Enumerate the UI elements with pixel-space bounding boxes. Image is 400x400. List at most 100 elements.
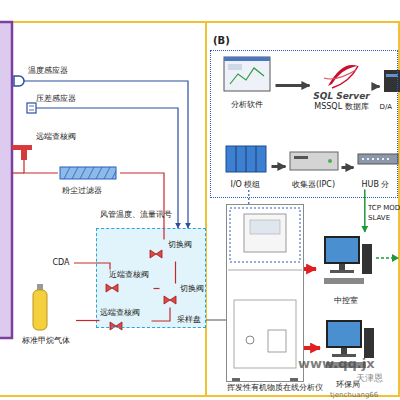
valve-box: 近端查核阀 xyxy=(104,270,154,294)
frame-border xyxy=(0,22,206,396)
node-label: 近端查核阀 xyxy=(109,270,149,280)
sample-line xyxy=(12,173,24,174)
node-label: 标准甲烷气体 xyxy=(22,336,70,346)
device-box: D/A xyxy=(380,62,400,112)
da-device xyxy=(386,74,398,77)
computer-icon xyxy=(339,264,345,270)
connector xyxy=(206,320,226,321)
connector xyxy=(82,81,188,228)
computer-icon xyxy=(326,238,358,262)
air-duct xyxy=(0,22,12,338)
network-hub xyxy=(362,158,389,160)
node-label: 切换阀 xyxy=(168,240,192,250)
software-window xyxy=(224,57,270,91)
watermark: 天津恩 xyxy=(356,373,383,384)
computer-icon xyxy=(330,270,354,273)
connector xyxy=(304,346,320,350)
node-label: CDA xyxy=(52,258,69,268)
sql-server-logo xyxy=(324,70,356,79)
computer-icon xyxy=(324,278,364,284)
ipc-collector xyxy=(328,159,332,163)
sampling-panel: 采样盘切换阀近端查核阀切换阀远端查核阀 xyxy=(96,228,206,328)
connector xyxy=(364,190,366,233)
computer-icon xyxy=(364,328,374,358)
device-box: 收集器(IPC) xyxy=(286,144,342,190)
check-valve xyxy=(12,145,32,150)
device-box: HUB 分 xyxy=(354,146,398,190)
node-label: MSSQL 数据库 xyxy=(314,102,368,112)
check-valve xyxy=(21,150,27,160)
pressure-sensor xyxy=(29,106,34,107)
connector xyxy=(304,267,316,271)
temperature-sensor xyxy=(24,80,82,81)
computer-icon xyxy=(341,348,347,354)
node-label: (B) xyxy=(213,35,230,47)
valve-symbol xyxy=(110,322,122,330)
valve-box: 切换阀 xyxy=(146,240,192,262)
computer-icon xyxy=(362,244,372,274)
connector xyxy=(154,288,160,289)
node-label: I/O 模组 xyxy=(231,180,261,190)
air-supply: CDA xyxy=(48,256,74,270)
temperature-sensor xyxy=(14,76,24,86)
valve-symbol xyxy=(106,284,118,292)
node-label: D/A xyxy=(380,102,393,112)
io-module xyxy=(226,146,266,172)
node-label: 收集器(IPC) xyxy=(292,180,335,190)
analyzer-cabinet xyxy=(228,270,302,271)
system-group: (B)分析软件SQL ServerMSSQL 数据库D/AI/O 模组收集器(I… xyxy=(210,50,398,198)
check-valve xyxy=(12,145,32,160)
analyzer-cabinet xyxy=(230,208,300,262)
software-window xyxy=(228,64,242,70)
analyzer-cabinet xyxy=(228,208,302,382)
connector xyxy=(120,173,164,240)
io-module xyxy=(256,146,257,172)
connector xyxy=(152,308,171,322)
dust-filter xyxy=(60,167,116,179)
connector xyxy=(248,190,249,205)
pressure-sensor xyxy=(27,103,36,113)
software-window xyxy=(230,68,264,84)
node-label: 远端查核阀 xyxy=(100,308,140,318)
analyzer-cabinet xyxy=(246,336,254,344)
pressure-sensor xyxy=(36,107,88,108)
node-label: 切换阀 xyxy=(180,284,204,294)
panel-fill xyxy=(96,228,206,328)
valve-symbol xyxy=(106,250,176,330)
gas-cylinder xyxy=(37,284,43,290)
panel-fill xyxy=(96,228,206,328)
io-module xyxy=(246,146,247,172)
connector xyxy=(74,263,110,270)
computer-icon xyxy=(328,322,360,346)
software-window xyxy=(224,57,270,91)
temperature-sensor xyxy=(14,76,82,86)
valve-box: 远端查核阀 xyxy=(100,308,152,334)
connector xyxy=(175,262,176,284)
valve-box: 切换阀 xyxy=(160,284,206,308)
computer-icon xyxy=(326,320,362,348)
analyzer-cabinet xyxy=(268,330,286,352)
ipc-collector xyxy=(290,152,338,170)
connector xyxy=(272,165,286,168)
node-label: 远端查核阀 xyxy=(36,132,76,142)
ipc-collector xyxy=(290,152,338,170)
valve-symbol xyxy=(164,296,176,304)
node-label: HUB 分 xyxy=(362,180,390,190)
connector xyxy=(276,84,310,87)
node-label: 温度感应器 xyxy=(28,66,68,76)
dashed-arrow xyxy=(392,254,399,262)
signal-label: SLAVE xyxy=(368,214,390,223)
network-hub xyxy=(358,154,398,164)
database-box: SQL ServerMSSQL 数据库 xyxy=(310,62,374,112)
analyzer-cabinet xyxy=(234,300,296,368)
gas-cylinder xyxy=(33,290,47,330)
node-label: 采样盘 xyxy=(177,315,201,325)
node-label: SQL Server xyxy=(313,91,369,102)
pressure-sensor xyxy=(29,110,34,111)
filter-box: 粉尘过滤器 xyxy=(58,166,120,196)
network-hub xyxy=(358,154,398,164)
node-label: 粉尘过滤器 xyxy=(62,186,102,196)
node-label: 挥发性有机物质在线分析仪 xyxy=(227,383,323,393)
valve-symbol xyxy=(150,250,162,258)
computer-icon xyxy=(324,236,360,264)
